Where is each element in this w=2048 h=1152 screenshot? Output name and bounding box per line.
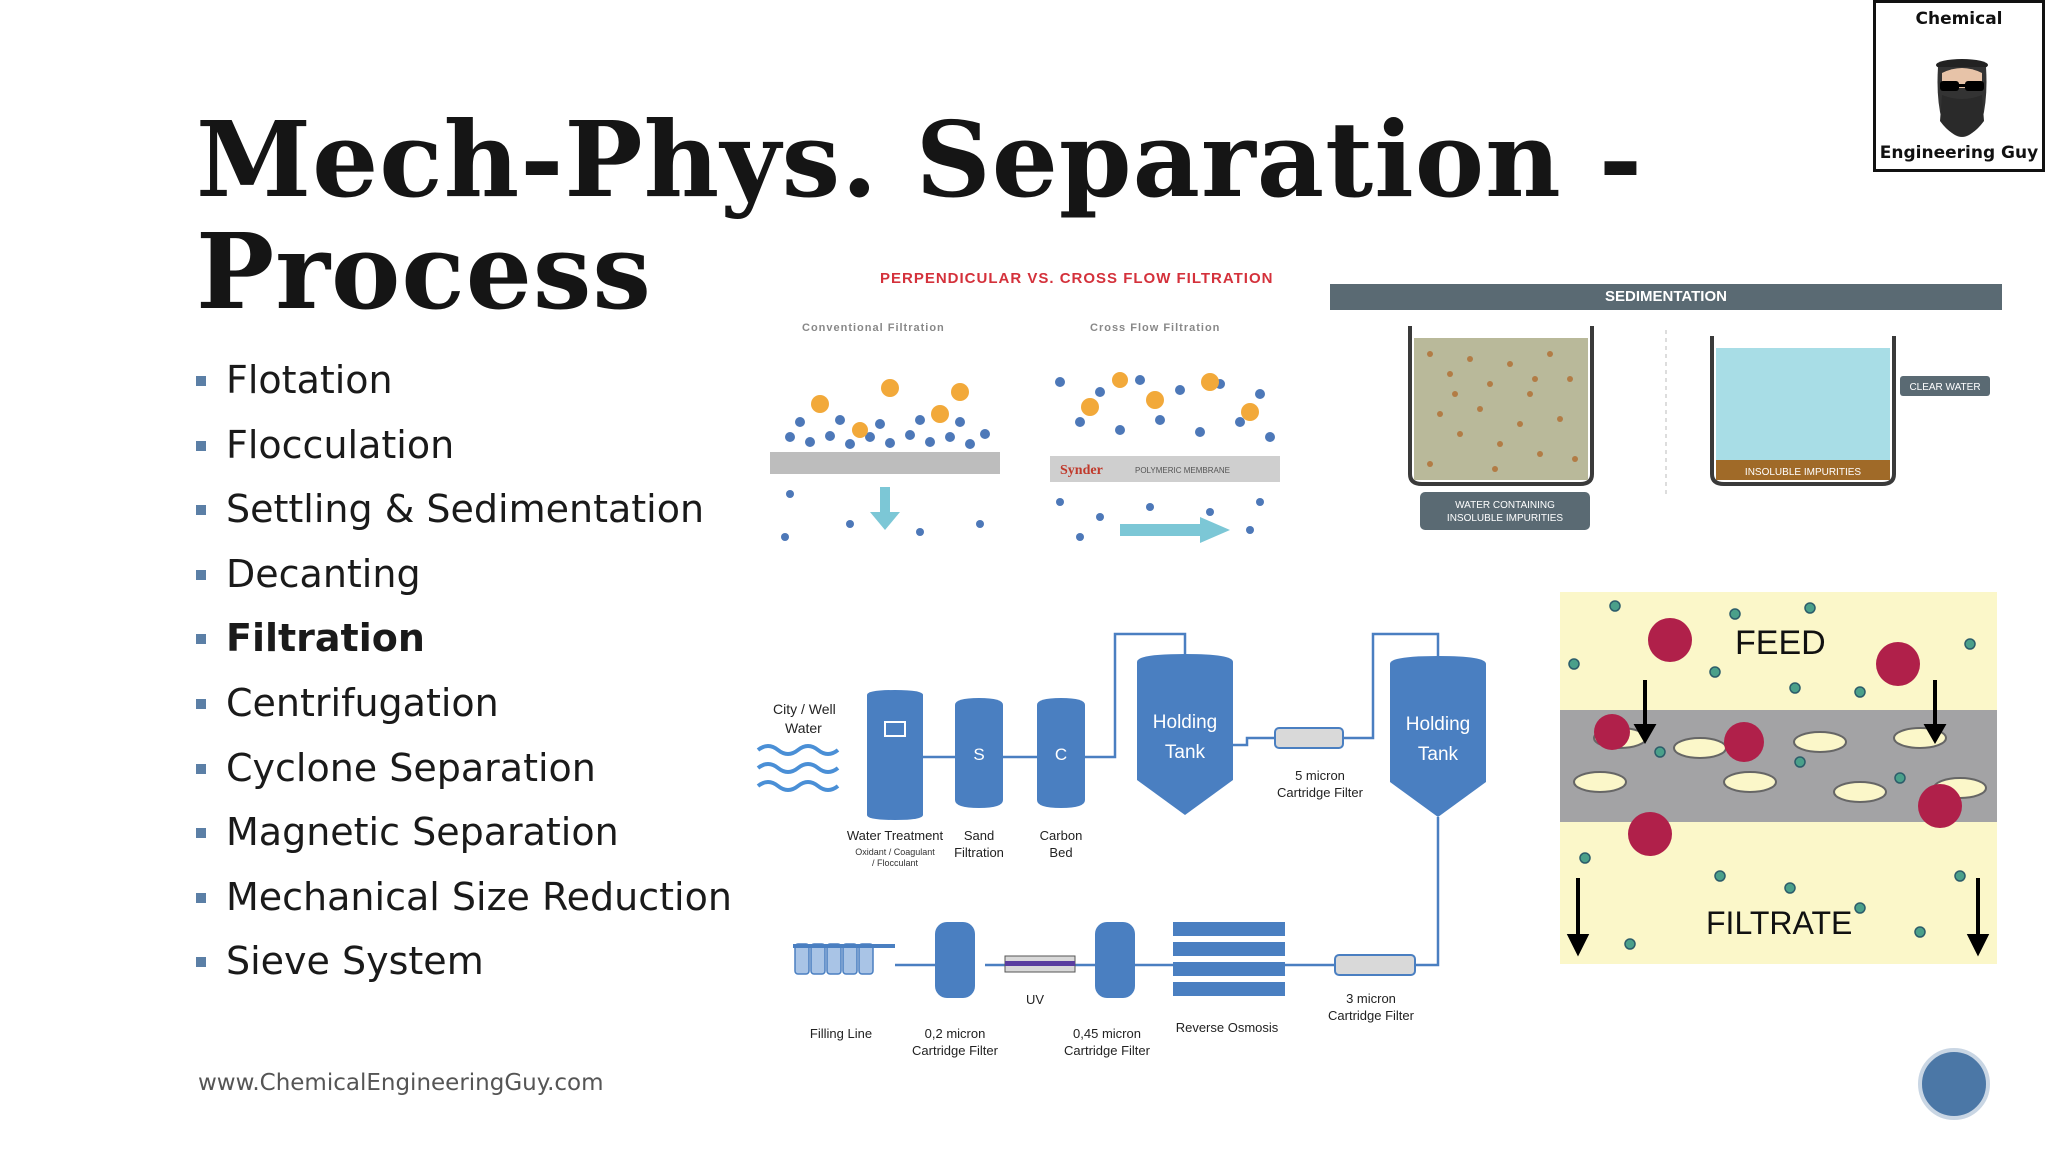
water-containing-label: WATER CONTAINING: [1455, 500, 1555, 511]
filter-02-housing: [935, 922, 975, 998]
bullet-item: Cyclone Separation: [196, 736, 732, 801]
bullet-item-highlighted: Filtration: [196, 606, 732, 671]
sedimentation-graphic: WATER CONTAINING INSOLUBLE IMPURITIES IN…: [1408, 326, 1990, 530]
carbon-bed-tank: [1037, 698, 1085, 808]
filtrate-label: FILTRATE: [1706, 905, 1852, 941]
three-micron-label-2: Cartridge Filter: [1328, 1008, 1415, 1023]
ro-label: Reverse Osmosis: [1176, 1020, 1279, 1035]
filtration-graphic: Synder POLYMERIC MEMBRANE: [770, 372, 1280, 543]
bullet-item: Magnetic Separation: [196, 800, 732, 865]
bearded-face-icon: [1936, 59, 1988, 137]
carbon-letter: C: [1055, 745, 1067, 764]
water-treatment-tank: [867, 690, 923, 820]
bullet-item: Settling & Sedimentation: [196, 477, 732, 542]
clear-water-label: CLEAR WATER: [1909, 382, 1980, 393]
conventional-label: Conventional Filtration: [802, 322, 945, 334]
bullet-list: Flotation Flocculation Settling & Sedime…: [196, 348, 732, 994]
f02-label-2: Cartridge Filter: [912, 1043, 999, 1058]
slide-nav-circle[interactable]: [1918, 1048, 1990, 1120]
bullet-item: Flotation: [196, 348, 732, 413]
brand-logo: Chemical Engineering Guy: [1873, 0, 2045, 172]
water-treatment-sub-2: / Flocculant: [872, 858, 919, 868]
bullet-item: Mechanical Size Reduction: [196, 865, 732, 930]
holding-tank-2-label-2: Tank: [1418, 744, 1459, 765]
bullet-item: Sieve System: [196, 929, 732, 994]
title-line-1: Mech-Phys. Separation -: [196, 98, 1644, 221]
f045-label-1: 0,45 micron: [1073, 1026, 1141, 1041]
holding-tank-1: [1137, 654, 1233, 815]
uv-label: UV: [1026, 992, 1044, 1007]
water-treatment-sub-1: Oxidant / Coagulant: [855, 847, 935, 857]
filter-045-housing: [1095, 922, 1135, 998]
holding-tank-1-label-2: Tank: [1165, 742, 1206, 763]
filling-line-icon: [794, 943, 874, 975]
bullet-item: Decanting: [196, 542, 732, 607]
f02-label-1: 0,2 micron: [925, 1026, 986, 1041]
sand-filter-tank: [955, 698, 1003, 808]
water-source-icon: [756, 744, 840, 792]
logo-text-top: Chemical: [1915, 9, 2003, 29]
membrane-graphic: FEED FILTRATE: [1560, 600, 1997, 957]
footer-url[interactable]: www.ChemicalEngineeringGuy.com: [198, 1070, 604, 1096]
insoluble-impurities-label: INSOLUBLE IMPURITIES: [1447, 513, 1563, 524]
sand-letter: S: [973, 745, 984, 764]
sand-label-2: Filtration: [954, 845, 1004, 860]
membrane-brand: Synder: [1060, 463, 1103, 478]
water-treatment-process-diagram: City / Well Water S C Holding Tank Holdi…: [755, 620, 1495, 1070]
crossflow-label: Cross Flow Filtration: [1090, 322, 1221, 334]
reverse-osmosis-units: [1173, 922, 1285, 996]
membrane-label: POLYMERIC MEMBRANE: [1135, 466, 1230, 475]
source-label-1: City / Well: [773, 701, 836, 717]
slide-title: Mech-Phys. Separation - Process: [196, 104, 1643, 328]
water-treatment-label: Water Treatment: [847, 828, 944, 843]
carbon-label-2: Bed: [1049, 845, 1072, 860]
sedimentation-title: SEDIMENTATION: [1605, 288, 1727, 305]
bullet-item: Flocculation: [196, 413, 732, 478]
bullet-item: Centrifugation: [196, 671, 732, 736]
holding-tank-2: [1390, 656, 1486, 817]
logo-text-bottom: Engineering Guy: [1879, 143, 2039, 163]
carbon-label-1: Carbon: [1040, 828, 1083, 843]
filling-label: Filling Line: [810, 1026, 872, 1041]
five-micron-label-1: 5 micron: [1295, 768, 1345, 783]
title-line-2: Process: [196, 210, 652, 333]
sand-label-1: Sand: [964, 828, 994, 843]
three-micron-filter: [1334, 954, 1416, 976]
f045-label-2: Cartridge Filter: [1064, 1043, 1151, 1058]
five-micron-label-2: Cartridge Filter: [1277, 785, 1364, 800]
insoluble-bottom-label: INSOLUBLE IMPURITIES: [1745, 467, 1861, 478]
source-label-2: Water: [785, 720, 822, 736]
five-micron-filter: [1274, 727, 1344, 749]
sedimentation-header: [1330, 284, 2002, 310]
feed-label: FEED: [1735, 624, 1826, 662]
three-micron-label-1: 3 micron: [1346, 991, 1396, 1006]
holding-tank-1-label-1: Holding: [1153, 712, 1217, 733]
sedimentation-image: SEDIMENTATION WATER CONTAINING INSOLUBLE…: [1330, 284, 2002, 544]
holding-tank-2-label-1: Holding: [1406, 714, 1470, 735]
crossflow-filtration-image: PERPENDICULAR VS. CROSS FLOW FILTRATION …: [760, 262, 1300, 562]
crossflow-title: PERPENDICULAR VS. CROSS FLOW FILTRATION: [880, 270, 1274, 287]
membrane-filtration-image: FEED FILTRATE: [1560, 592, 1997, 964]
